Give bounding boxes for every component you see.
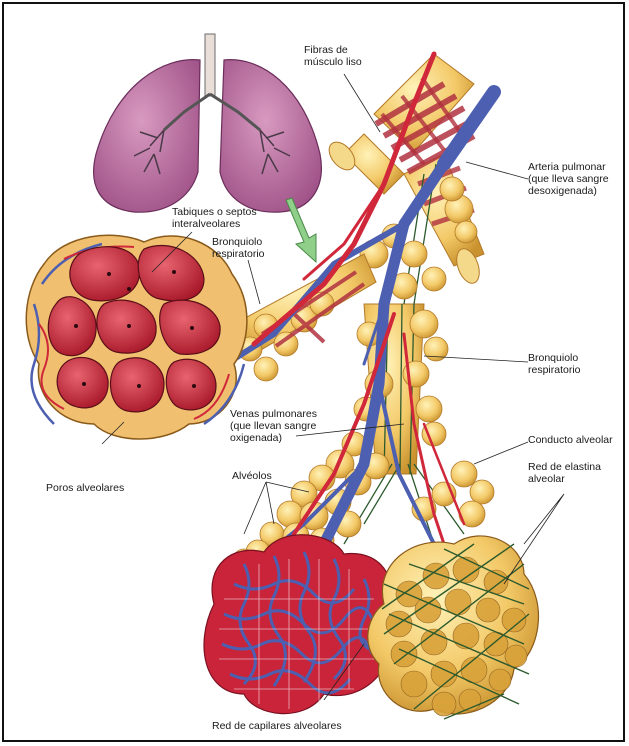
zoom-arrow — [286, 198, 316, 262]
label-venas-pulmonares: Venas pulmonares (que llevan sangre oxig… — [230, 408, 317, 444]
label-red-capilares: Red de capilares alveolares — [212, 720, 342, 732]
label-conducto-alveolar: Conducto alveolar — [528, 434, 613, 446]
label-bronquiolo-left: Bronquiolo respiratorio — [212, 236, 265, 260]
label-tabiques: Tabiques o septos interalveolares — [172, 206, 257, 230]
label-poros-alveolares: Poros alveolares — [46, 482, 124, 494]
alveolar-cross-section — [26, 235, 247, 439]
label-alveolos: Alvéolos — [232, 470, 272, 482]
capillary-cluster — [204, 535, 392, 714]
label-arteria-pulmonar: Arteria pulmonar (que lleva sangre desox… — [528, 161, 609, 197]
lungs-illustration — [94, 34, 322, 212]
label-fibras: Fibras de músculo liso — [304, 44, 362, 68]
label-bronquiolo-right: Bronquiolo respiratorio — [528, 352, 581, 376]
elastin-cluster — [368, 536, 539, 719]
label-red-elastina: Red de elastina alveolar — [528, 461, 601, 485]
